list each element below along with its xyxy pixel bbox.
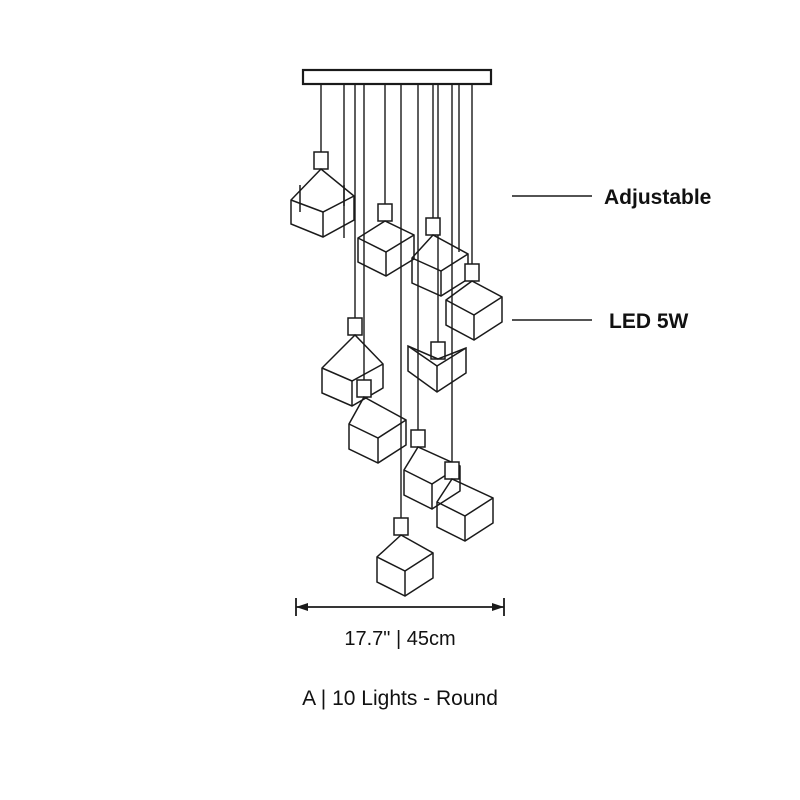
pendant-4 (445, 263, 503, 341)
callout-leader-lines (512, 195, 592, 321)
pendant-9 (436, 461, 494, 542)
pendant-7 (348, 379, 407, 464)
pendant-10 (376, 517, 434, 597)
dimension-line (295, 598, 505, 616)
pendant-8 (403, 429, 461, 510)
pendant-2 (357, 203, 415, 277)
callout-label-led: LED 5W (609, 310, 689, 333)
pendant-5 (407, 341, 467, 393)
dimension-label: 17.7" | 45cm (344, 628, 455, 650)
canopy (301, 68, 493, 86)
pendant-3 (411, 217, 469, 297)
suspension-cords (320, 84, 473, 518)
pendant-6 (321, 317, 384, 407)
pendant-1 (290, 151, 355, 238)
figure-caption: A | 10 Lights - Round (302, 687, 498, 710)
callout-label-adjustable: Adjustable (604, 186, 711, 209)
pendant-shades (290, 151, 503, 597)
